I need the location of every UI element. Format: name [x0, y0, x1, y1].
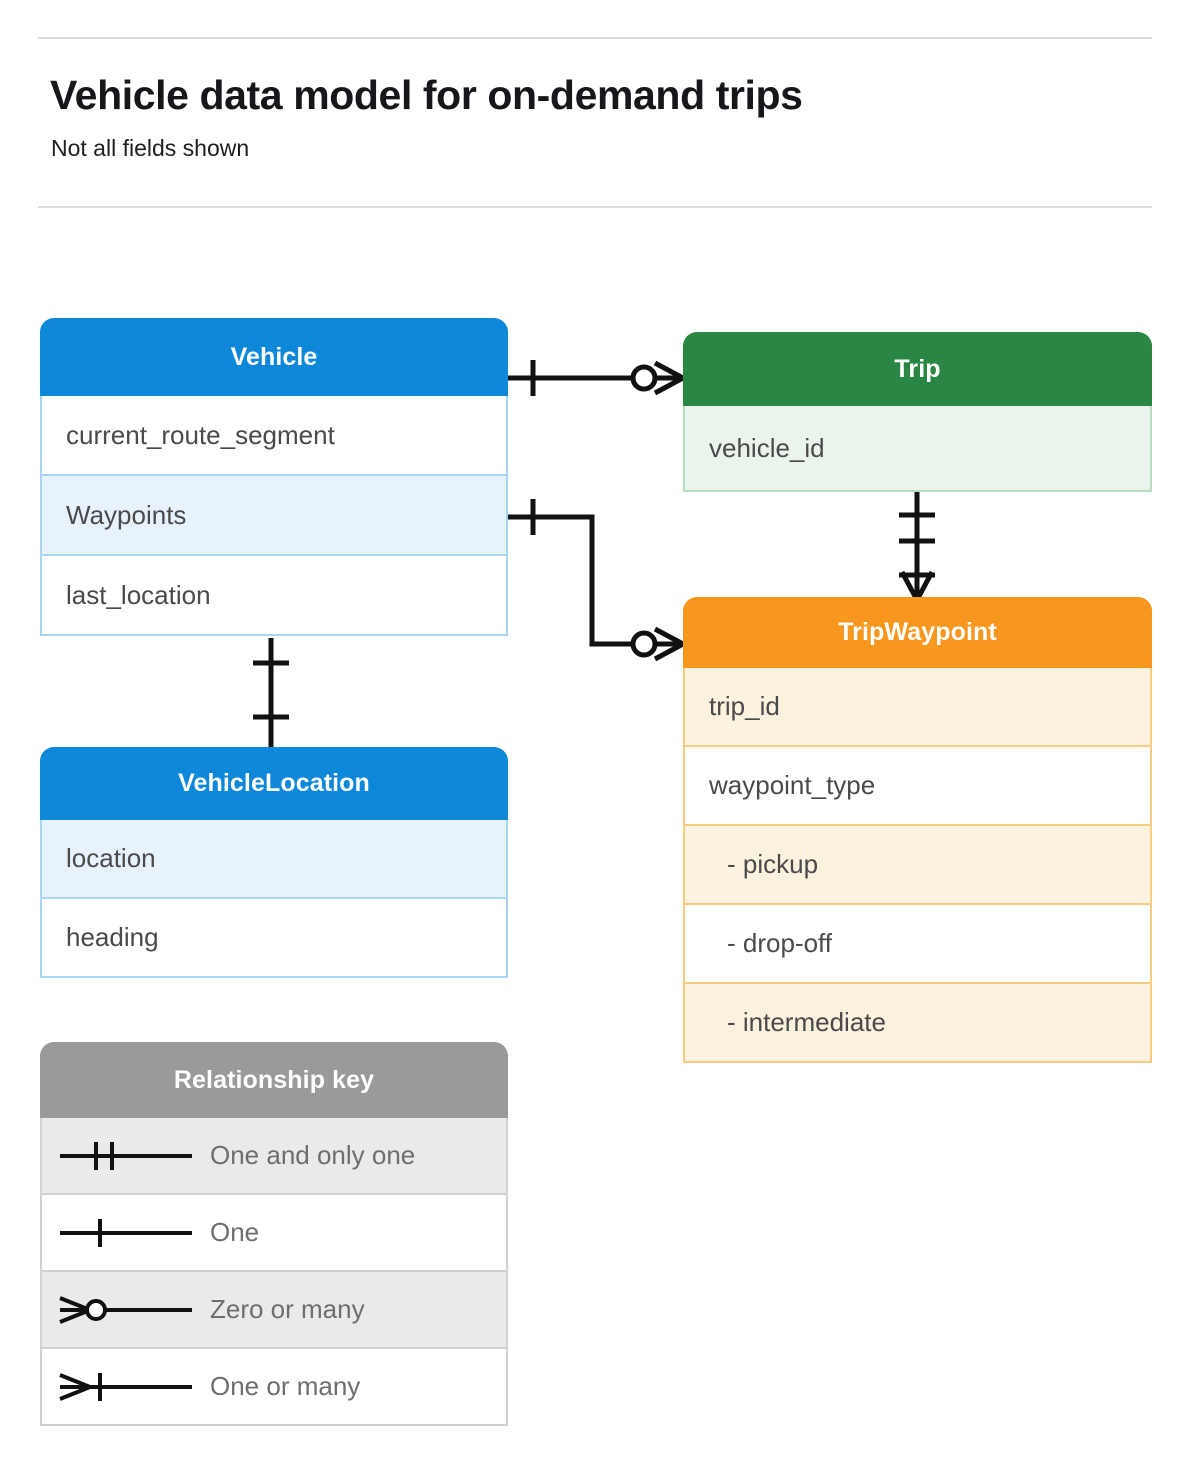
legend-label: One: [210, 1217, 260, 1247]
header-divider-top: [38, 37, 1152, 39]
legend-row-zero-or-many: Zero or many: [40, 1272, 508, 1349]
connector-vehicle-trip: [507, 360, 685, 396]
one-and-only-one-icon: [42, 1136, 210, 1176]
connector-trip-tripwaypoint: [899, 492, 935, 602]
entity-vehiclelocation-header: VehicleLocation: [40, 747, 508, 820]
entity-vehiclelocation-field-location[interactable]: location: [40, 820, 508, 899]
field-label: current_route_segment: [66, 419, 335, 450]
entity-trip[interactable]: Trip vehicle_id: [683, 332, 1152, 492]
entity-tripwaypoint[interactable]: TripWaypoint trip_id waypoint_type - pic…: [683, 597, 1152, 1063]
entity-trip-header: Trip: [683, 332, 1152, 406]
connector-vehicle-vehiclelocation: [253, 638, 289, 754]
legend-label: One and only one: [210, 1140, 416, 1170]
field-label: - pickup: [727, 849, 819, 879]
entity-tripwaypoint-field-pickup[interactable]: - pickup: [683, 826, 1152, 905]
entity-tripwaypoint-field-drop-off[interactable]: - drop-off: [683, 905, 1152, 984]
legend-row-one-or-many: One or many: [40, 1349, 508, 1426]
field-label: trip_id: [709, 691, 780, 721]
entity-vehicle-field-last-location[interactable]: last_location: [40, 556, 508, 636]
field-label: vehicle_id: [709, 432, 825, 463]
field-label: location: [66, 843, 156, 873]
entity-vehiclelocation[interactable]: VehicleLocation location heading: [40, 747, 508, 978]
field-label: Waypoints: [66, 499, 187, 530]
page-subtitle: Not all fields shown: [51, 135, 250, 161]
legend-label: Zero or many: [210, 1294, 365, 1324]
zero-or-many-icon: [42, 1290, 210, 1330]
legend-label: One or many: [210, 1371, 361, 1401]
legend-row-one-and-only-one: One and only one: [40, 1118, 508, 1195]
legend-row-one: One: [40, 1195, 508, 1272]
entity-trip-title: Trip: [894, 354, 941, 383]
legend-header: Relationship key: [40, 1042, 508, 1118]
page-title: Vehicle data model for on-demand trips: [50, 72, 803, 118]
entity-vehicle-header: Vehicle: [40, 318, 508, 396]
entity-vehicle-title: Vehicle: [230, 342, 318, 371]
entity-tripwaypoint-field-waypoint-type[interactable]: waypoint_type: [683, 747, 1152, 826]
one-or-many-icon: [42, 1367, 210, 1407]
entity-tripwaypoint-field-trip-id[interactable]: trip_id: [683, 668, 1152, 747]
entity-vehiclelocation-field-heading[interactable]: heading: [40, 899, 508, 978]
field-label: - drop-off: [727, 928, 833, 958]
entity-vehicle-field-current-route-segment[interactable]: current_route_segment: [40, 396, 508, 476]
entity-trip-field-vehicle-id[interactable]: vehicle_id: [683, 406, 1152, 492]
legend-relationship-key[interactable]: Relationship key One and only one: [40, 1042, 508, 1426]
legend-title: Relationship key: [173, 1065, 375, 1094]
entity-tripwaypoint-title: TripWaypoint: [838, 618, 997, 646]
header-divider-bottom: [38, 206, 1152, 208]
field-label: last_location: [66, 579, 211, 610]
entity-vehiclelocation-title: VehicleLocation: [178, 769, 370, 797]
field-label: heading: [66, 922, 159, 952]
entity-vehicle-field-waypoints[interactable]: Waypoints: [40, 476, 508, 556]
entity-tripwaypoint-field-intermediate[interactable]: - intermediate: [683, 984, 1152, 1063]
connector-waypoints-tripwaypoint: [507, 499, 685, 662]
entity-vehicle[interactable]: Vehicle current_route_segment Waypoints …: [40, 318, 508, 636]
field-label: waypoint_type: [709, 770, 876, 800]
field-label: - intermediate: [727, 1007, 886, 1037]
one-icon: [42, 1213, 210, 1253]
entity-tripwaypoint-header: TripWaypoint: [683, 597, 1152, 668]
